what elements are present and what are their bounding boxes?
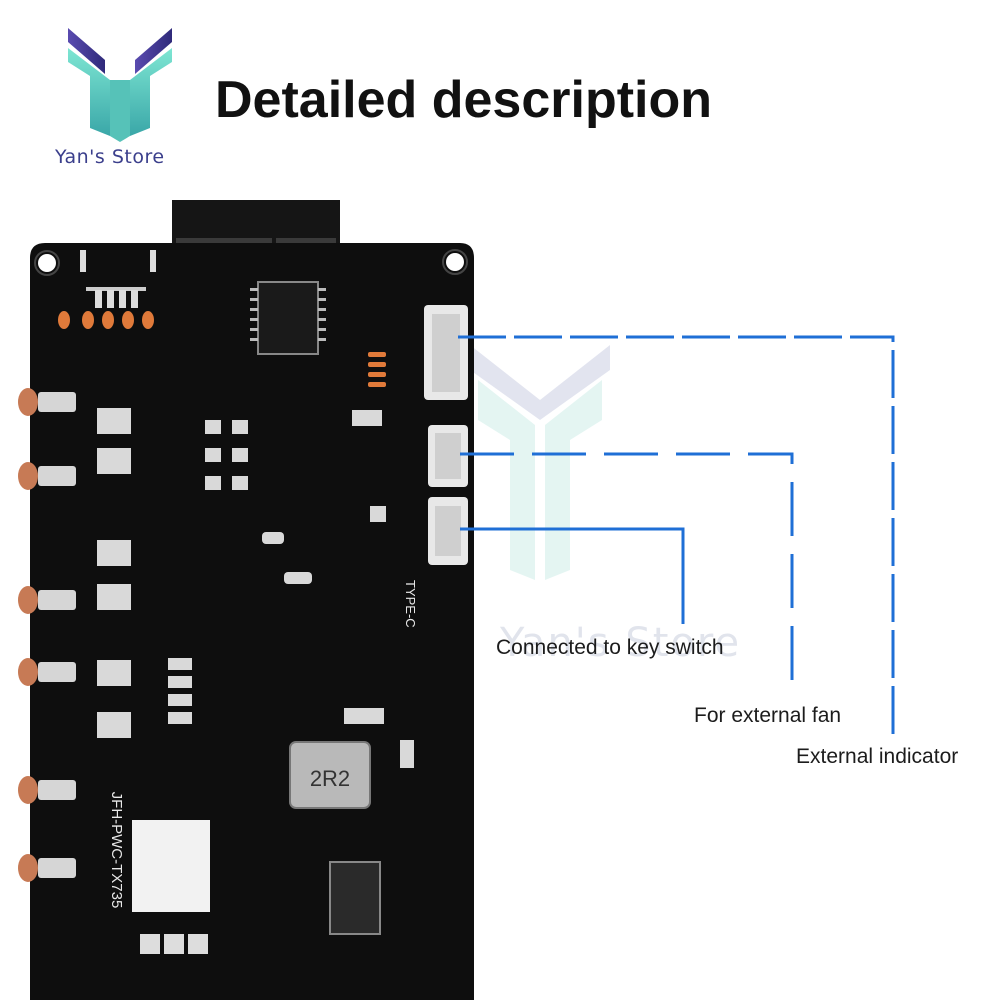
- usb-label: TYPE-C: [403, 580, 418, 628]
- ic-chip: [257, 281, 319, 355]
- indicator-callout-line: [458, 335, 895, 736]
- key-switch-connector: [428, 425, 468, 487]
- mount-hole-icon: [446, 253, 464, 271]
- inductor-label: 2R2: [310, 766, 350, 791]
- store-name: Yan's Store: [55, 146, 165, 168]
- inductor-2r2: [289, 741, 371, 809]
- mount-hole-icon: [38, 254, 56, 272]
- callout-external-fan: For external fan: [694, 704, 842, 727]
- board-model-label: JFH-PWC-TX735: [108, 792, 125, 909]
- watermark-logo-icon: [470, 345, 610, 580]
- store-logo-icon: [68, 28, 172, 142]
- pcb-body: [30, 243, 474, 1000]
- fan-connector: [428, 497, 468, 565]
- callout-lines: [458, 335, 895, 736]
- watermark-text: Yan's Store: [500, 620, 742, 666]
- pcb-board-image: 2R2 JFH-PWC-TX735 TYPE-C: [18, 200, 895, 1000]
- key-switch-callout-line: [460, 527, 685, 624]
- thermal-pad: [132, 820, 210, 912]
- indicator-connector: [424, 305, 468, 400]
- callout-external-indicator: External indicator: [796, 745, 959, 768]
- page-title: Detailed description: [215, 71, 712, 129]
- callout-key-switch: Connected to key switch: [496, 636, 724, 659]
- fan-callout-line: [460, 452, 794, 690]
